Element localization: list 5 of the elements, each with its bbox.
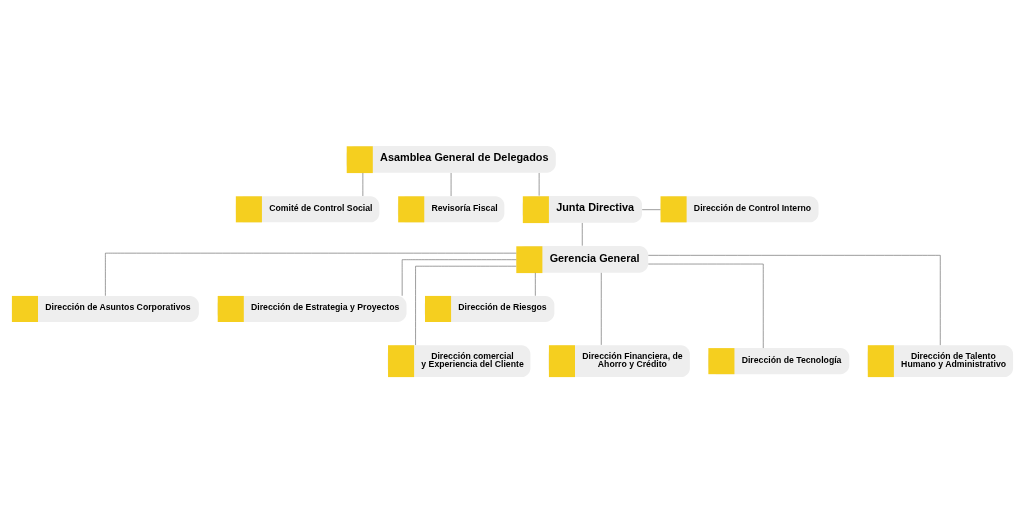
connector — [534, 272, 536, 296]
connector — [104, 252, 516, 296]
connector — [414, 265, 516, 345]
connector — [641, 208, 661, 210]
connector — [647, 254, 941, 345]
